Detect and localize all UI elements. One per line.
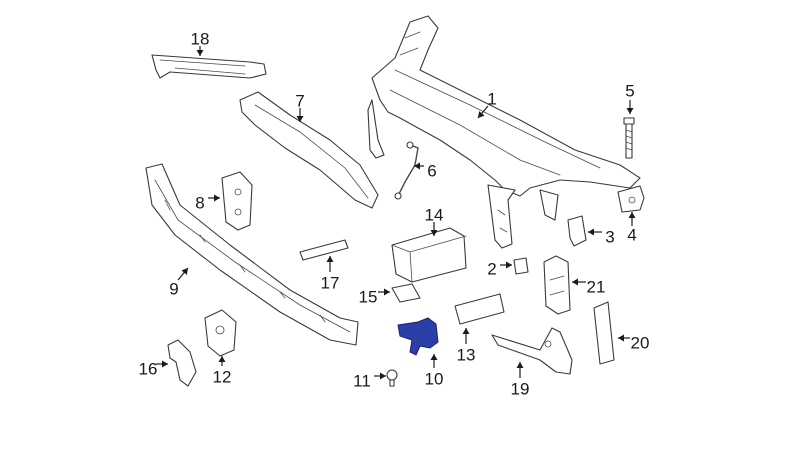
callout-10: 10	[425, 354, 444, 388]
arrowhead-5	[626, 108, 634, 114]
callout-number-18: 18	[191, 29, 210, 48]
callout-number-8: 8	[195, 193, 204, 212]
part-14-sensor-mount	[391, 227, 467, 283]
callout-number-17: 17	[321, 273, 340, 292]
part-5-bolt	[623, 117, 635, 159]
arrowhead-8	[214, 194, 220, 202]
part-16-corner-bracket	[167, 339, 197, 387]
callout-number-10: 10	[425, 369, 444, 388]
arrowhead-1	[478, 111, 485, 118]
arrowhead-17	[326, 256, 334, 262]
arrowhead-11	[380, 372, 386, 380]
arrowhead-10	[430, 354, 438, 360]
part-8-bumper-bracket	[221, 171, 253, 231]
arrowhead-2	[506, 261, 512, 269]
callout-number-6: 6	[427, 161, 436, 180]
part-9-impact-bar	[145, 163, 359, 346]
callout-9: 9	[169, 267, 189, 298]
part-2-small-clip	[513, 257, 529, 275]
arrowhead-7	[296, 116, 304, 122]
callout-number-2: 2	[487, 259, 496, 278]
part-19-side-bracket	[491, 327, 573, 375]
callout-number-5: 5	[625, 81, 634, 100]
arrowhead-16	[162, 360, 168, 368]
callout-5: 5	[625, 81, 635, 114]
arrowhead-19	[516, 362, 524, 368]
arrowhead-3	[588, 228, 594, 236]
arrowhead-12	[218, 356, 226, 362]
callout-number-21: 21	[587, 277, 606, 296]
callout-19: 19	[511, 362, 530, 398]
callout-18: 18	[191, 29, 210, 56]
part-10-highlighted-bracket	[397, 317, 439, 356]
callout-number-16: 16	[139, 359, 158, 378]
part-1-radiator-support	[367, 15, 641, 249]
callout-14: 14	[425, 205, 444, 236]
callout-3: 3	[588, 227, 615, 246]
arrowhead-4	[628, 212, 636, 218]
arrowhead-20	[618, 334, 624, 342]
part-18-top-shield	[151, 54, 267, 79]
part-11-screw	[386, 369, 398, 387]
part-12-lower-bracket	[204, 309, 237, 357]
callout-number-3: 3	[605, 227, 614, 246]
arrowhead-21	[572, 278, 578, 286]
callout-number-13: 13	[457, 345, 476, 364]
callout-4: 4	[627, 212, 637, 244]
part-3-mount-bracket	[567, 215, 587, 247]
callout-16: 16	[139, 359, 168, 378]
arrowhead-13	[462, 328, 470, 334]
part-20-side-block	[593, 301, 615, 365]
part-15-small-plate	[391, 283, 421, 303]
callout-17: 17	[321, 256, 340, 292]
callout-number-19: 19	[511, 379, 530, 398]
callout-number-1: 1	[487, 89, 496, 108]
callout-1: 1	[477, 89, 497, 119]
callout-6: 6	[414, 161, 437, 180]
callout-number-4: 4	[627, 225, 636, 244]
arrowhead-6	[414, 162, 420, 170]
arrowhead-15	[384, 288, 390, 296]
callout-20: 20	[618, 333, 649, 352]
callout-21: 21	[572, 277, 605, 296]
arrowhead-18	[196, 50, 204, 56]
callout-13: 13	[457, 328, 476, 364]
callout-2: 2	[487, 259, 512, 278]
arrowhead-9	[181, 268, 188, 275]
callout-number-20: 20	[631, 333, 650, 352]
callout-number-9: 9	[169, 279, 178, 298]
callout-15: 15	[359, 287, 390, 306]
part-21-vertical-bracket	[543, 255, 571, 315]
callout-number-14: 14	[425, 205, 444, 224]
part-17-strip	[299, 239, 349, 261]
callout-8: 8	[195, 193, 220, 212]
callout-7: 7	[295, 91, 305, 122]
part-4-mount-pad	[617, 185, 645, 213]
part-7-upper-crossmember	[239, 91, 379, 209]
part-13-block-absorber	[454, 293, 505, 325]
callout-12: 12	[213, 356, 232, 386]
callout-number-15: 15	[359, 287, 378, 306]
arrowhead-14	[430, 230, 438, 236]
part-6-cable-rod	[394, 141, 419, 200]
callout-number-7: 7	[295, 91, 304, 110]
callout-11: 11	[353, 371, 386, 390]
callout-number-12: 12	[213, 367, 232, 386]
callout-number-11: 11	[353, 371, 371, 390]
